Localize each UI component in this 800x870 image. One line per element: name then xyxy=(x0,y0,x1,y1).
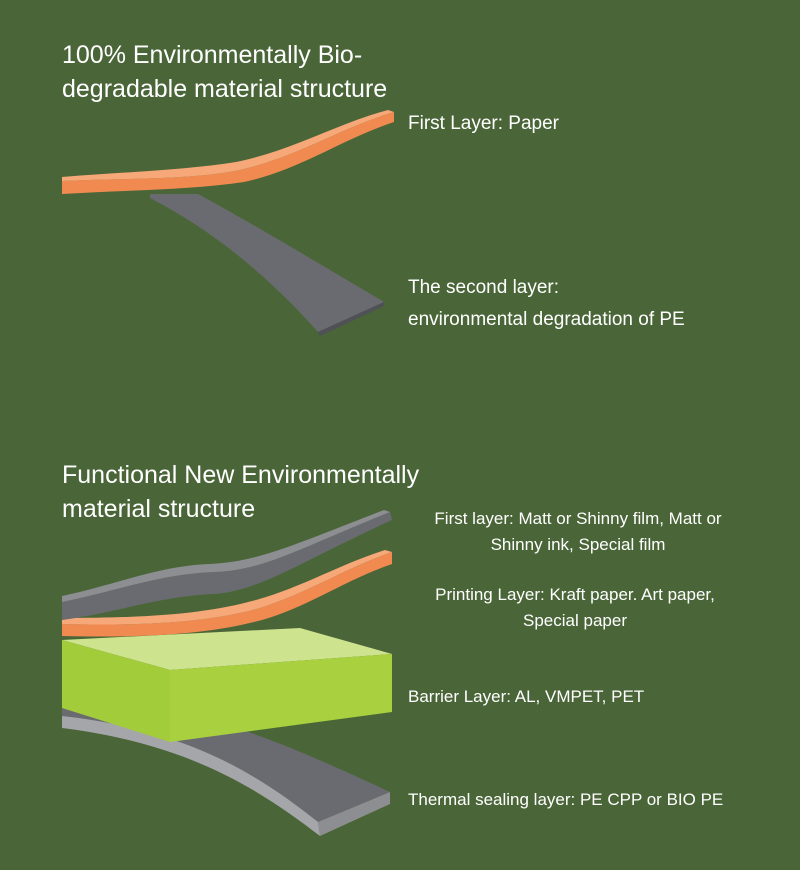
s1-layer-2-label-line-2: environmental degradation of PE xyxy=(408,309,685,330)
section2-title-line-1: Functional New Environmentally xyxy=(62,461,420,489)
s2-layer-3-label: Barrier Layer: AL, VMPET, PET xyxy=(408,687,645,706)
s2-layer-1-label: First layer: Matt or Shinny film, Matt o… xyxy=(408,506,748,558)
section1-title-line-1: 100% Environmentally Bio- xyxy=(62,41,363,69)
s2-layer-1-label-line-2: Shinny ink, Special film xyxy=(490,535,666,554)
s2-printing-layer xyxy=(62,550,392,637)
section2-title-line-2: material structure xyxy=(62,495,256,523)
s2-layer-2-label-line-1: Printing Layer: Kraft paper. Art paper, xyxy=(435,585,715,604)
s1-paper-layer xyxy=(62,110,394,194)
s1-layer-1-label: First Layer: Paper xyxy=(408,113,559,134)
s2-layer-4-label: Thermal sealing layer: PE CPP or BIO PE xyxy=(408,790,724,809)
section1-title: 100% Environmentally Bio- degradable mat… xyxy=(62,38,387,106)
s2-thermal-layer xyxy=(62,702,390,836)
s1-layer-2-label-line-1: The second layer: xyxy=(408,277,560,298)
s2-layer-2-label-line-2: Special paper xyxy=(523,611,627,630)
s2-layer-2-label: Printing Layer: Kraft paper. Art paper, … xyxy=(408,582,742,634)
s2-film-layer xyxy=(62,510,392,620)
s1-layer-2-label: The second layer: environmental degradat… xyxy=(408,272,685,336)
section1-title-line-2: degradable material structure xyxy=(62,75,388,103)
section2-title: Functional New Environmentally material … xyxy=(62,458,419,526)
s1-pe-layer xyxy=(150,194,384,336)
s2-layer-1-label-line-1: First layer: Matt or Shinny film, Matt o… xyxy=(434,509,722,528)
s2-barrier-layer xyxy=(62,628,392,742)
